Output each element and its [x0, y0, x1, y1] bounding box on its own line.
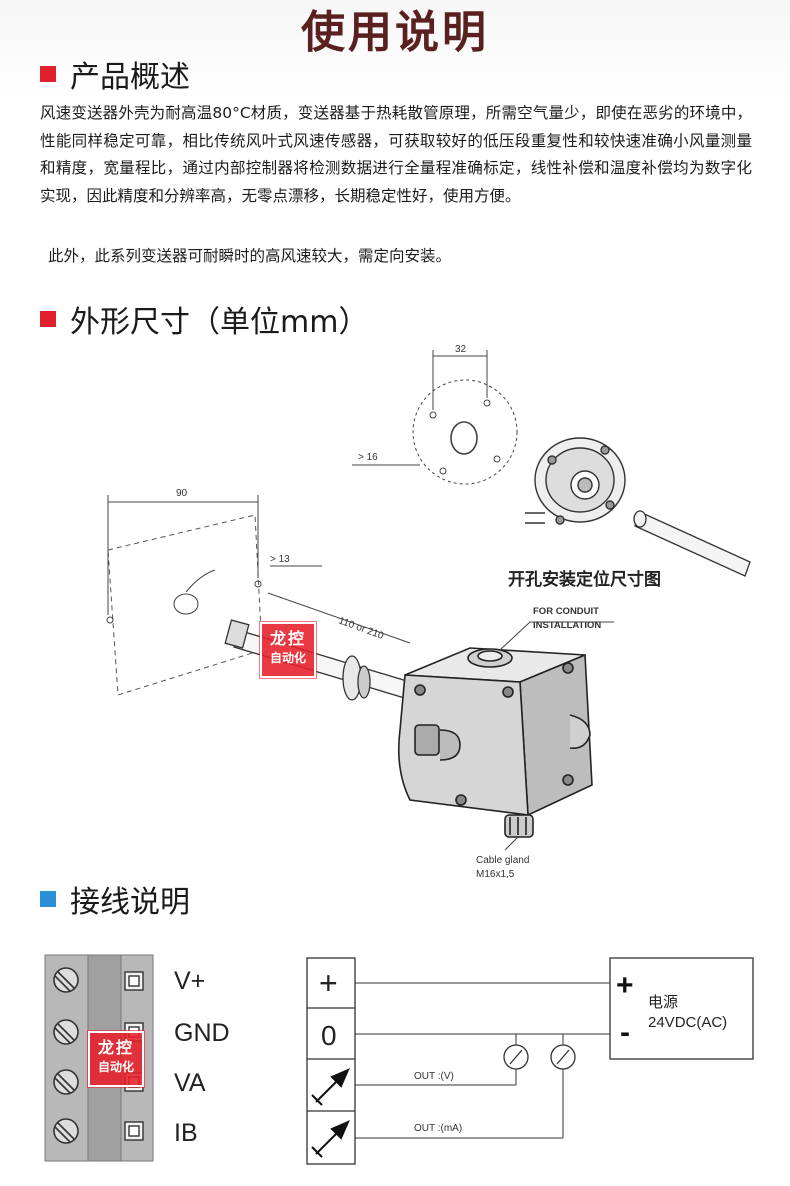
overview-note: 此外，此系列变送器可耐瞬时的高风速较大，需定向安装。 [48, 247, 452, 265]
mounting-flange [525, 437, 626, 525]
probe-rod [224, 619, 421, 703]
dimensions-title: 外形尺寸（单位mm） [70, 305, 369, 340]
symbol-column [306, 957, 356, 1165]
watermark-line2: 自动化 [97, 1060, 134, 1074]
probe-tube-right [633, 510, 751, 577]
wires [355, 982, 610, 1139]
plus-symbol: + [319, 965, 338, 1001]
terminal-vplus: V+ [174, 967, 205, 995]
power-box [609, 957, 754, 1060]
blue-square-icon [40, 891, 56, 907]
duct-wall [107, 514, 263, 696]
dimension-drawing: 32 > 16 开孔安装定位尺寸图 [106, 344, 751, 880]
watermark-badge: 龙控 自动化 [87, 1030, 145, 1088]
transmitter-housing [397, 647, 593, 838]
dimensions-heading: 外形尺寸（单位mm） [40, 297, 368, 341]
power-voltage: 24VDC(AC) [648, 1014, 727, 1031]
power-minus: - [620, 1016, 630, 1049]
dim-90-label: 90 [176, 488, 188, 499]
red-square-icon [40, 66, 56, 82]
dim-16-label: > 16 [358, 452, 378, 463]
overview-paragraph: 风速变送器外壳为耐高温80°C材质，变送器基于热耗散管原理，所需空气量少，即使在… [40, 104, 752, 205]
watermark-line1: 龙控 [269, 629, 306, 648]
wiring-heading: 接线说明 [40, 877, 190, 921]
power-label: 电源 [648, 994, 678, 1011]
dim-13-label: > 13 [270, 554, 290, 565]
watermark-line2: 自动化 [269, 651, 306, 665]
overview-title: 产品概述 [70, 60, 190, 95]
zero-symbol: 0 [321, 1020, 337, 1051]
duct-dims [106, 495, 322, 624]
header-band [0, 0, 790, 95]
sensor-symbol-va [311, 1068, 350, 1106]
out-v-label: OUT :(V) [414, 1071, 454, 1082]
conduit-label-1: FOR CONDUIT [533, 606, 599, 617]
out-ma-label: OUT :(mA) [414, 1123, 462, 1134]
watermark-line1: 龙控 [97, 1038, 134, 1057]
mount-caption: 开孔安装定位尺寸图 [508, 569, 661, 589]
terminal-ib: IB [174, 1119, 198, 1147]
terminal-gnd: GND [174, 1019, 230, 1047]
gland-label-1: Cable gland [476, 855, 529, 866]
watermark-badge: 龙控 自动化 [259, 621, 317, 679]
red-square-icon [40, 311, 56, 327]
sensor-symbol-ib [311, 1120, 350, 1158]
mounting-template [352, 350, 518, 485]
page-title: 使用说明 [301, 7, 489, 58]
gland-label-2: M16x1,5 [476, 869, 515, 880]
dim-32-label: 32 [455, 344, 467, 355]
conduit-label-2: INSTALLATION [533, 620, 601, 631]
leader-lines [499, 621, 614, 851]
meter-icons [503, 1044, 576, 1070]
wiring-title: 接线说明 [70, 885, 190, 920]
terminal-va: VA [174, 1069, 206, 1097]
overview-heading: 产品概述 [40, 52, 190, 96]
power-plus: + [616, 969, 634, 1002]
